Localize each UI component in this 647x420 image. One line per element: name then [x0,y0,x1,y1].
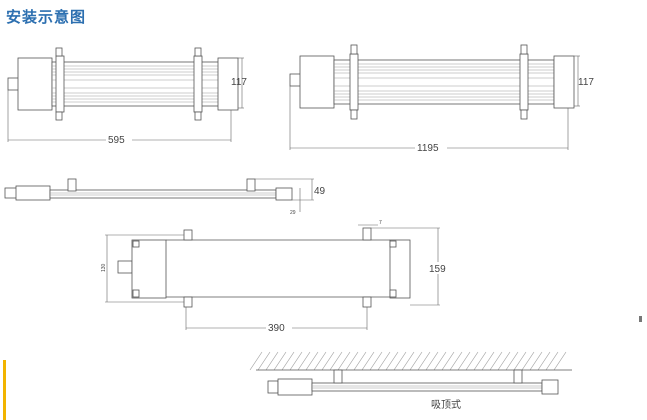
ceiling-hatch-line [249,351,263,371]
ceiling-hatch-line [321,351,335,371]
accent-bar [3,360,6,420]
ceiling-hatch-line [465,351,479,371]
top-view-600: 117 595 [7,47,247,146]
ceiling-hatch-line [257,351,271,371]
ceiling-hatch-line [289,351,303,371]
ceiling-hatch-line [393,351,407,371]
ceiling-hatch-line [281,351,295,371]
ceiling-hatch-line [369,351,383,371]
ceiling-hatch-line [337,351,351,371]
length-dimension: 595 [108,135,125,146]
ceiling-hatch-line [441,351,455,371]
ceiling-hatch-line [385,351,399,371]
ceiling-hatch-line [273,351,287,371]
ceiling-hatch-line [473,351,487,371]
ceiling-hatch-line [545,351,559,371]
ceiling-hatch-line [529,351,543,371]
bracket-dimension: 7 [379,220,382,226]
front-view: 130 159 390 7 [101,220,448,334]
ceiling-hatch-line [377,351,391,371]
ceiling-hatch-line [521,351,535,371]
ceiling-hatch-line [353,351,367,371]
ceiling-hatch-line [505,351,519,371]
ceiling-hatch-line [401,351,415,371]
ceiling-hatch-line [265,351,279,371]
ceiling-hatch-line [449,351,463,371]
edge-mark [639,316,642,322]
mount-caption: 吸顶式 [431,398,461,411]
ceiling-hatch-line [361,351,375,371]
ceiling-hatch-line [497,351,511,371]
bracket-spacing-dimension: 390 [268,323,285,334]
ceiling-hatch-line [313,351,327,371]
side-view: 49 29 [4,178,326,216]
ceiling-hatch-line [489,351,503,371]
ceiling-mount-view: 吸顶式 [249,351,572,411]
ceiling-hatch-line [433,351,447,371]
ceiling-hatch-line [417,351,431,371]
ceiling-hatch-line [553,351,567,371]
height-dimension: 49 [314,186,326,197]
ceiling-hatch-line [305,351,319,371]
ceiling-hatch-line [457,351,471,371]
height-dimension: 117 [578,77,594,88]
ceiling-hatch-line [513,351,527,371]
ceiling-hatch-line [537,351,551,371]
length-dimension: 1195 [417,143,439,154]
top-view-1200: 117 1195 [289,44,594,154]
ceiling-hatch-line [329,351,343,371]
ceiling-hatch-line [297,351,311,371]
height-dimension: 117 [231,77,247,88]
height-dimension-right: 159 [429,264,446,275]
ceiling-hatch-line [345,351,359,371]
height-dimension-left: 130 [101,263,107,272]
ceiling-hatch-line [409,351,423,371]
ceiling-hatch-line [481,351,495,371]
cap-dimension: 29 [290,210,296,216]
ceiling-hatch-line [425,351,439,371]
page-title: 安装示意图 [6,8,87,26]
